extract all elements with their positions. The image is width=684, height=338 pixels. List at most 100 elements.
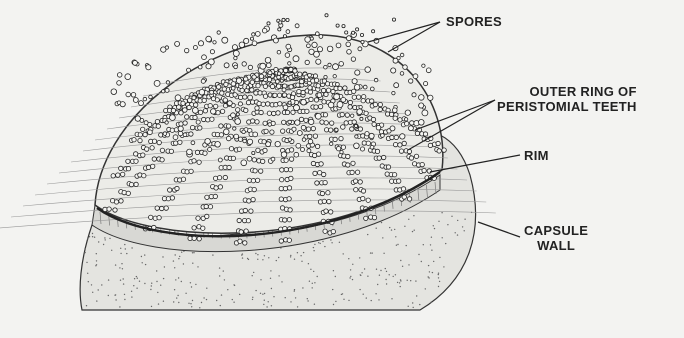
spore — [330, 142, 333, 145]
tooth-bead — [305, 109, 309, 113]
stipple-dot — [96, 300, 97, 301]
spore — [345, 31, 348, 34]
spore — [166, 81, 169, 84]
spore — [248, 95, 253, 100]
tooth-bead — [246, 100, 250, 104]
stipple-dot — [307, 300, 308, 301]
tooth-bead — [287, 238, 291, 242]
spore — [262, 28, 267, 33]
tooth-bead — [256, 84, 260, 88]
spore — [285, 53, 290, 58]
stipple-dot — [175, 254, 176, 255]
stipple-dot — [363, 294, 364, 295]
stipple-dot — [399, 282, 400, 283]
tooth-bead — [397, 179, 401, 183]
spore — [271, 157, 275, 161]
stipple-dot — [111, 250, 112, 251]
spore — [347, 50, 352, 55]
spore — [422, 64, 425, 67]
stipple-dot — [206, 299, 207, 300]
stipple-dot — [181, 252, 182, 253]
stipple-dot — [413, 307, 414, 308]
tooth-bead — [256, 148, 260, 152]
spore — [244, 38, 249, 43]
tooth-bead — [355, 170, 359, 174]
stipple-dot — [438, 277, 439, 278]
tooth-bead — [392, 173, 396, 177]
tooth-bead — [193, 115, 197, 119]
stipple-dot — [400, 286, 401, 287]
stipple-dot — [290, 255, 291, 256]
tooth-bead — [185, 115, 189, 119]
tooth-bead — [250, 88, 254, 92]
tooth-bead — [244, 229, 248, 233]
tooth-bead — [119, 199, 123, 203]
tooth-bead — [146, 165, 150, 169]
tooth-bead — [107, 207, 111, 211]
tooth-bead — [263, 121, 267, 125]
stipple-dot — [322, 241, 323, 242]
tooth-bead — [259, 169, 263, 173]
tooth-bead — [287, 197, 291, 201]
spore — [202, 55, 207, 60]
stipple-dot — [252, 297, 253, 298]
spore — [234, 134, 239, 139]
spore — [187, 68, 191, 72]
spore — [125, 74, 131, 80]
stipple-dot — [394, 229, 395, 230]
stipple-dot — [84, 252, 85, 253]
tooth-bead — [270, 84, 274, 88]
tooth-bead — [308, 90, 312, 94]
stipple-dot — [120, 253, 121, 254]
tooth-bead — [203, 109, 207, 113]
spore — [222, 37, 228, 43]
tooth-bead — [329, 210, 333, 214]
stipple-dot — [151, 283, 152, 284]
tooth-bead — [308, 134, 312, 138]
tooth-bead — [249, 209, 253, 213]
stipple-dot — [335, 276, 336, 277]
tooth-bead — [341, 145, 345, 149]
tooth-bead — [289, 148, 293, 152]
stipple-dot — [367, 276, 368, 277]
spore — [351, 114, 354, 117]
stipple-dot — [98, 289, 99, 290]
stipple-dot — [185, 293, 186, 294]
stipple-dot — [174, 289, 175, 290]
spore — [340, 150, 343, 153]
tooth-bead — [238, 95, 242, 99]
stipple-dot — [433, 225, 434, 226]
stipple-dot — [190, 282, 191, 283]
spore — [187, 149, 193, 155]
tooth-bead — [402, 195, 406, 199]
tooth-bead — [160, 158, 164, 162]
spore — [224, 63, 229, 68]
spore — [252, 41, 257, 46]
tooth-bead — [322, 172, 326, 176]
tooth-bead — [289, 157, 293, 161]
stipple-dot — [393, 276, 394, 277]
stipple-dot — [233, 284, 234, 285]
tooth-bead — [237, 147, 241, 151]
stipple-dot — [339, 242, 340, 243]
spore — [146, 65, 151, 70]
stipple-dot — [285, 297, 286, 298]
stipple-dot — [123, 278, 124, 279]
stipple-dot — [380, 270, 381, 271]
tooth-bead — [181, 101, 185, 105]
tooth-bead — [351, 161, 355, 165]
spore — [334, 94, 340, 100]
stipple-dot — [257, 254, 258, 255]
tooth-bead — [194, 103, 198, 107]
tooth-bead — [343, 86, 347, 90]
stipple-dot — [123, 283, 124, 284]
tooth-bead — [288, 168, 292, 172]
tooth-bead — [279, 197, 283, 201]
spore — [288, 138, 291, 141]
stipple-dot — [120, 280, 121, 281]
spore — [355, 70, 360, 75]
tooth-bead — [407, 197, 411, 201]
stipple-dot — [412, 231, 413, 232]
spore — [393, 108, 398, 113]
